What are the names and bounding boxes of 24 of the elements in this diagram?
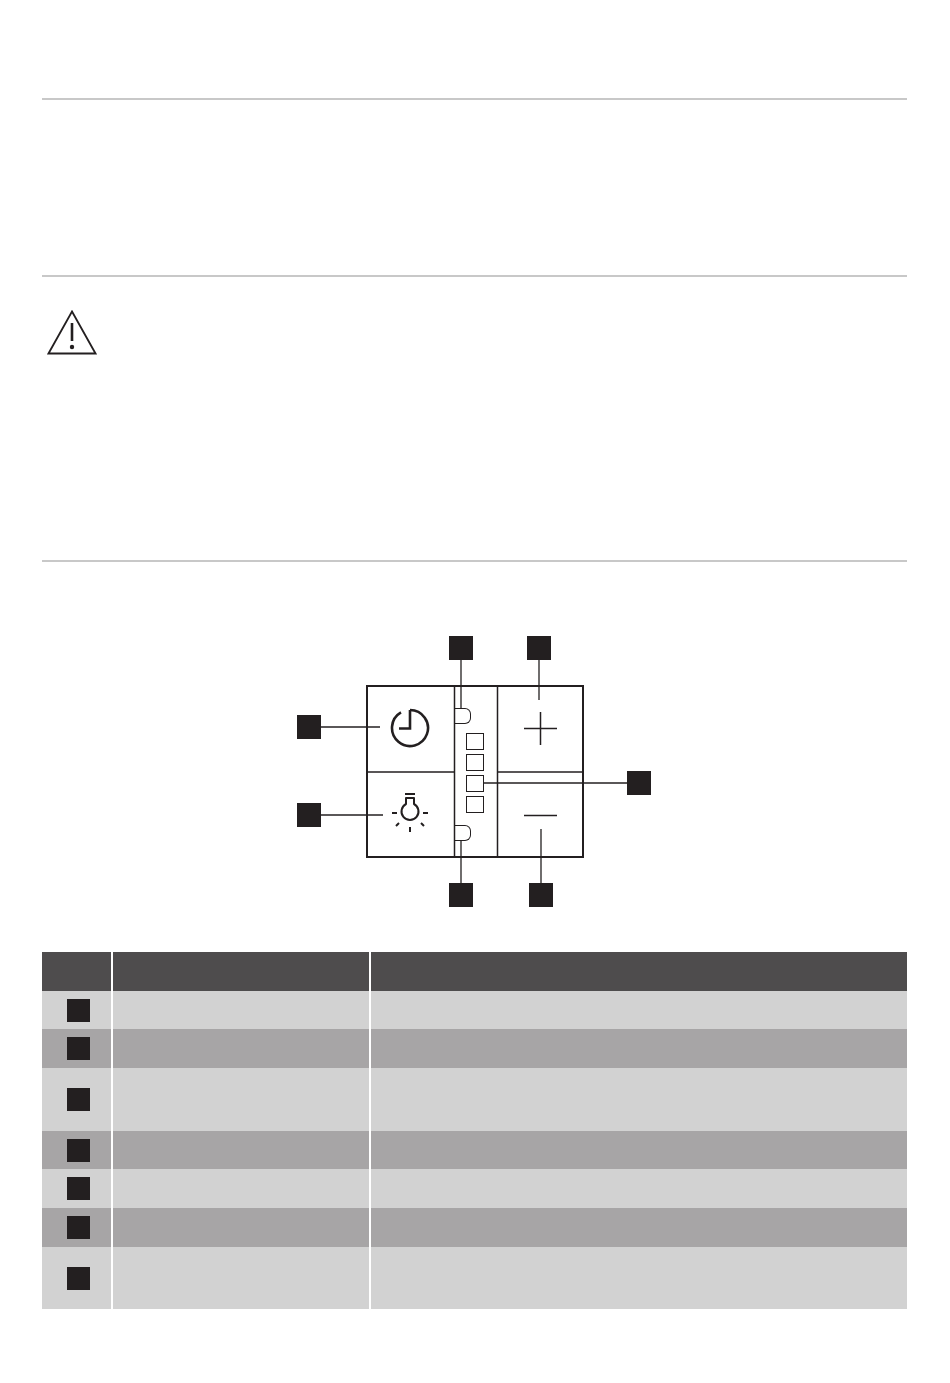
leader-line	[460, 659, 462, 709]
indicator-square	[466, 733, 484, 750]
indicator-square	[466, 754, 484, 771]
indicator-light	[455, 825, 471, 841]
callout-marker	[297, 803, 321, 827]
callout-marker	[627, 771, 651, 795]
leader-line	[320, 726, 381, 728]
callout-marker	[527, 636, 551, 660]
leader-line	[540, 828, 542, 884]
callout-marker	[449, 636, 473, 660]
callout-marker	[449, 883, 473, 907]
indicator-light	[455, 708, 471, 724]
leader-line	[538, 659, 540, 701]
callout-marker	[297, 715, 321, 739]
leader-line	[460, 840, 462, 884]
bulb-icon	[391, 792, 429, 834]
plus-icon	[524, 712, 557, 745]
leader-line	[483, 782, 628, 784]
indicator-square	[466, 796, 484, 813]
leader-line	[320, 814, 384, 816]
indicator-square	[466, 775, 484, 792]
callout-marker	[529, 883, 553, 907]
minus-icon	[524, 814, 557, 817]
clock-icon	[389, 707, 431, 749]
